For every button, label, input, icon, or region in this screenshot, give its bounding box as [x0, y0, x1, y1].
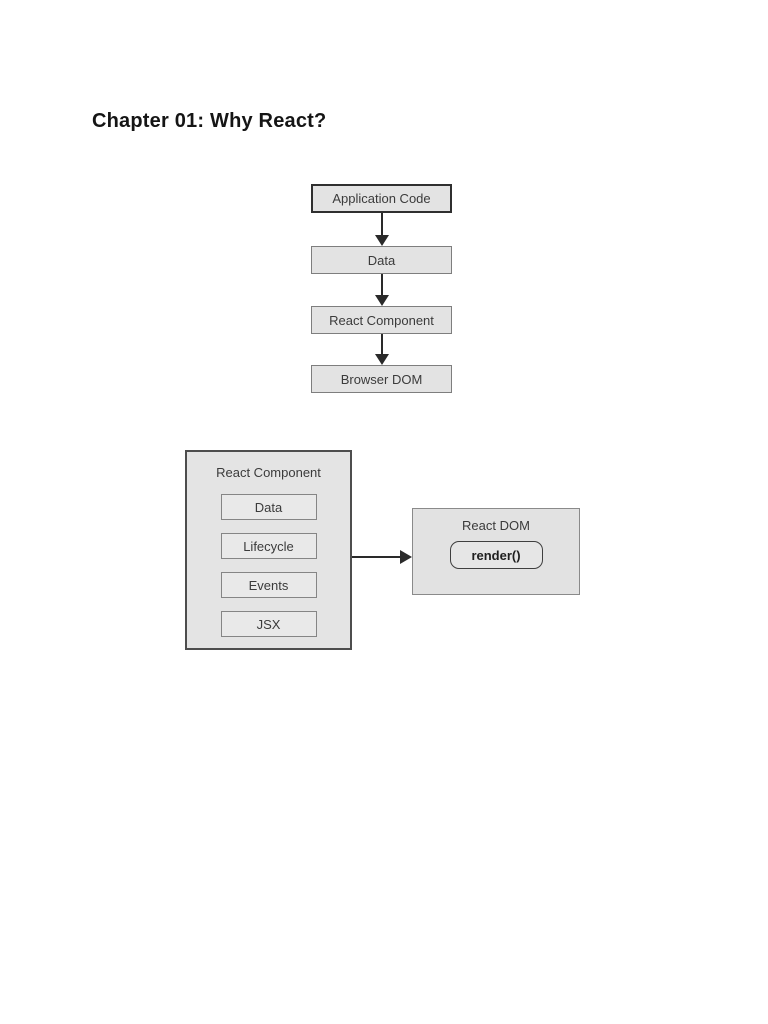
- arrow-right-icon: [352, 550, 412, 564]
- flow-node-react-component: React Component: [311, 306, 452, 334]
- component-part-lifecycle: Lifecycle: [220, 533, 317, 559]
- react-dom-title: React DOM: [462, 518, 530, 533]
- flow-node-data: Data: [311, 246, 452, 274]
- component-part-data: Data: [220, 494, 317, 520]
- component-part-jsx: JSX: [220, 611, 317, 637]
- flow-node-application-code: Application Code: [311, 184, 452, 213]
- react-component-title: React Component: [216, 465, 321, 480]
- component-part-events: Events: [220, 572, 317, 598]
- flow-node-browser-dom: Browser DOM: [311, 365, 452, 393]
- data-flow-diagram: Application Code Data React Component Br…: [311, 184, 452, 393]
- render-method-box: render(): [449, 541, 543, 569]
- arrow-down-icon: [374, 334, 390, 365]
- react-component-container: React Component Data Lifecycle Events JS…: [185, 450, 352, 650]
- arrow-down-icon: [374, 274, 390, 306]
- react-dom-container: React DOM render(): [412, 508, 580, 595]
- arrow-down-icon: [374, 213, 390, 246]
- chapter-heading: Chapter 01: Why React?: [92, 110, 327, 132]
